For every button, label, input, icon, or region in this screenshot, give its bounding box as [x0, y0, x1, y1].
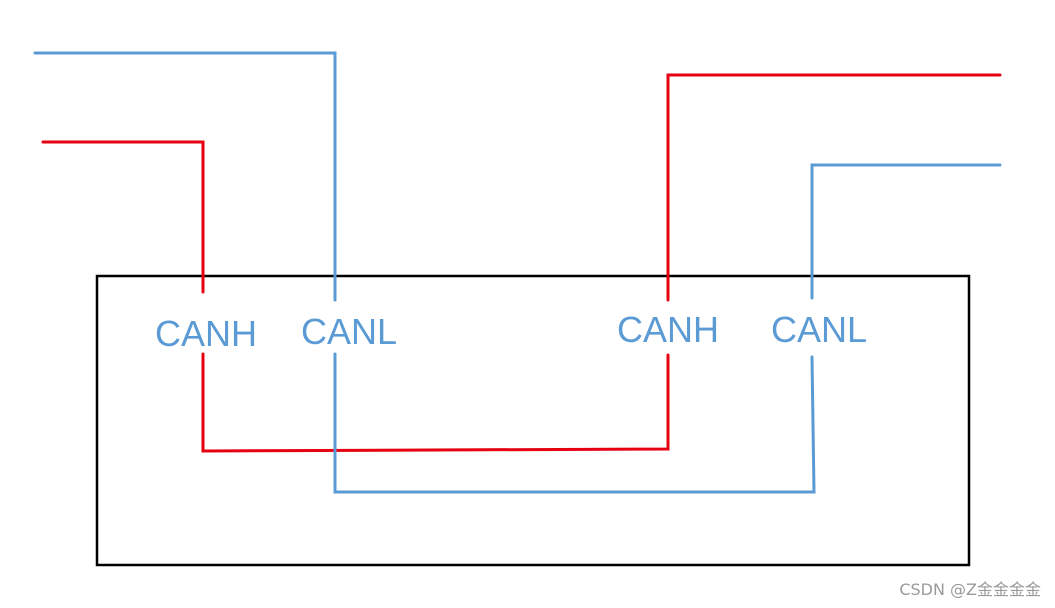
- right-canl-label: CANL: [771, 309, 868, 350]
- internal-canl-bus: [333, 352, 816, 494]
- module-box: [95, 274, 971, 567]
- left-canl-label: CANL: [301, 311, 398, 352]
- watermark: CSDN @Z金金金金: [899, 580, 1041, 599]
- right-canh-incoming-wire: [666, 73, 1002, 302]
- internal-canh-bus: [201, 352, 670, 453]
- right-canl-incoming-wire: [810, 163, 1002, 300]
- left-canh-label: CANH: [155, 313, 258, 354]
- left-canl-incoming-wire: [33, 51, 337, 302]
- right-canh-label: CANH: [617, 309, 720, 350]
- left-canh-incoming-wire: [41, 140, 205, 294]
